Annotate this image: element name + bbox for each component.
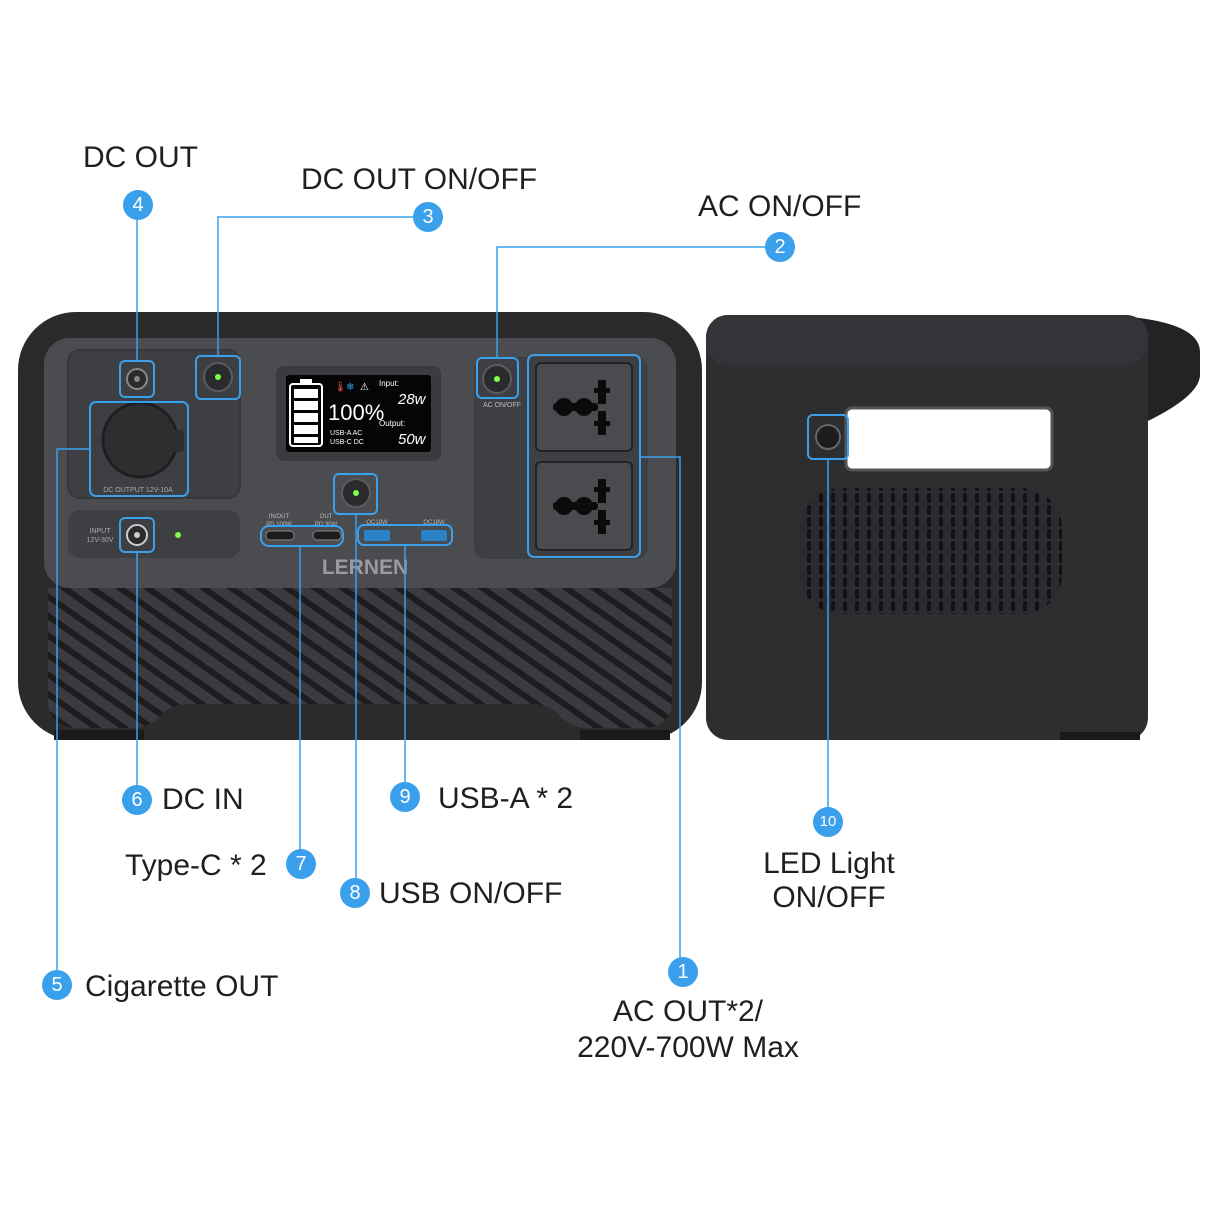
display-input-value: 28w: [397, 391, 427, 408]
input-print-2: 12V-30V: [87, 537, 114, 544]
usba-port-2[interactable]: [421, 530, 447, 541]
ac-out-highlight: [527, 354, 641, 558]
dc-out-port-pin: [134, 376, 140, 382]
dc-output-print: DC OUTPUT 12V-10A: [103, 487, 173, 494]
callout-number-5: 5: [42, 970, 72, 1000]
callout-number-4: 4: [123, 190, 153, 220]
label-ac-onoff: AC ON/OFF: [698, 190, 862, 223]
label-type-c: Type-C * 2: [125, 849, 267, 882]
display-output-value: 50w: [398, 431, 427, 448]
label-led-light-1: LED Light: [763, 847, 895, 880]
label-led-light-2: ON/OFF: [772, 881, 886, 914]
battery-terminal: [300, 379, 312, 384]
usba1-print: QC18W: [366, 520, 388, 526]
callout-number-6: 6: [122, 785, 152, 815]
callout-number-7: 7: [286, 849, 316, 879]
leader-5: [56, 448, 90, 985]
led-light-button[interactable]: [815, 424, 841, 450]
ac-onoff-led: [494, 376, 500, 382]
label-dc-in: DC IN: [162, 783, 244, 816]
side-foot: [1060, 732, 1140, 740]
input-print-1: INPUT: [90, 528, 112, 535]
label-cigarette-out: Cigarette OUT: [85, 970, 279, 1003]
thermometer-icon: 🌡: [334, 381, 347, 393]
label-dc-out-onoff: DC OUT ON/OFF: [301, 163, 538, 196]
side-vent: [800, 488, 1062, 614]
status-led: [175, 532, 181, 538]
label-dc-out: DC OUT: [83, 141, 198, 174]
usba-port-1[interactable]: [364, 530, 390, 541]
side-unit: [706, 315, 1200, 740]
ac-socket-2-holes: [553, 479, 610, 534]
ac-onoff-print: AC ON/OFF: [483, 402, 521, 409]
display-row1: USB-A AC: [330, 430, 362, 437]
callout-number-9: 9: [390, 782, 420, 812]
typec-highlight: [260, 525, 344, 547]
typec-port-1[interactable]: [265, 530, 295, 541]
front-unit: DC OUTPUT 12V-10A INPUT 12V-30V 🌡 ❄ ⚠ 10…: [18, 312, 702, 740]
label-usb-a: USB-A * 2: [438, 782, 574, 815]
callout-number-1: 1: [668, 957, 698, 987]
warning-icon: ⚠: [360, 382, 369, 393]
brand-logo: LERNEN: [322, 556, 408, 579]
battery-bar-1: [294, 389, 318, 398]
front-foot-left: [54, 730, 144, 740]
typec1-print-1: IN/OUT: [269, 514, 290, 520]
battery-bar-4: [294, 425, 318, 434]
ac-socket-1-holes: [553, 380, 610, 435]
typec-port-2[interactable]: [312, 530, 342, 541]
display-output-label: Output:: [379, 419, 405, 428]
led-light-panel: [844, 406, 1054, 472]
leader-lines: [56, 205, 829, 985]
cigarette-cap-tab: [172, 430, 184, 452]
display-percent: 100%: [328, 400, 384, 425]
usb-onoff-led: [353, 490, 359, 496]
leader-3: [217, 216, 428, 356]
display-row2: USB-C DC: [330, 439, 364, 446]
label-usb-onoff: USB ON/OFF: [379, 877, 563, 910]
battery-bar-5: [294, 437, 318, 443]
usba2-print: QC18W: [423, 520, 445, 526]
dc-in-port-pin: [134, 532, 140, 538]
typec2-print-1: OUT: [320, 514, 333, 520]
callout-number-8: 8: [340, 878, 370, 908]
display-input-label: Input:: [379, 379, 399, 388]
label-ac-out-2: 220V-700W Max: [577, 1031, 799, 1064]
callout-number-3: 3: [413, 202, 443, 232]
front-foot-right: [580, 730, 670, 740]
front-grille: [48, 588, 672, 728]
label-ac-out-1: AC OUT*2/: [612, 995, 764, 1028]
battery-bar-3: [294, 413, 318, 422]
side-top-band: [706, 315, 1148, 365]
snowflake-icon: ❄: [346, 382, 354, 393]
leader-1: [640, 456, 681, 972]
callout-number-2: 2: [765, 232, 795, 262]
cigarette-socket[interactable]: [101, 401, 179, 479]
battery-bar-2: [294, 401, 318, 410]
callout-number-10: 10: [813, 807, 843, 837]
leader-2: [496, 246, 780, 358]
dc-out-onoff-led: [215, 374, 221, 380]
